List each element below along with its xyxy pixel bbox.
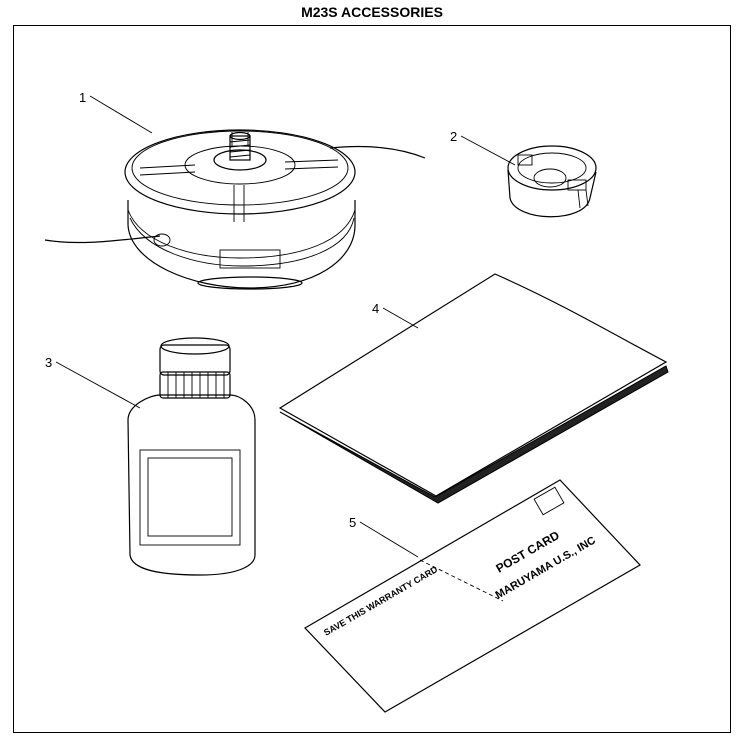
oil-bottle bbox=[127, 337, 256, 576]
callout-5: 5 bbox=[349, 515, 356, 530]
callout-leaders bbox=[55, 95, 516, 558]
trimmer-line-right bbox=[329, 145, 426, 159]
callout-3: 3 bbox=[45, 355, 52, 370]
page-title: M23S ACCESSORIES bbox=[301, 4, 443, 20]
trimmer-line-left bbox=[44, 235, 161, 244]
callout-2: 2 bbox=[450, 129, 457, 144]
callout-1: 1 bbox=[79, 90, 86, 105]
spool-cap bbox=[507, 145, 597, 218]
warranty-card-label: SAVE THIS WARRANTY CARD bbox=[322, 564, 440, 638]
callout-4: 4 bbox=[372, 301, 379, 316]
trimmer-head bbox=[44, 129, 426, 290]
diagram-frame bbox=[13, 25, 731, 733]
manual bbox=[278, 273, 669, 504]
